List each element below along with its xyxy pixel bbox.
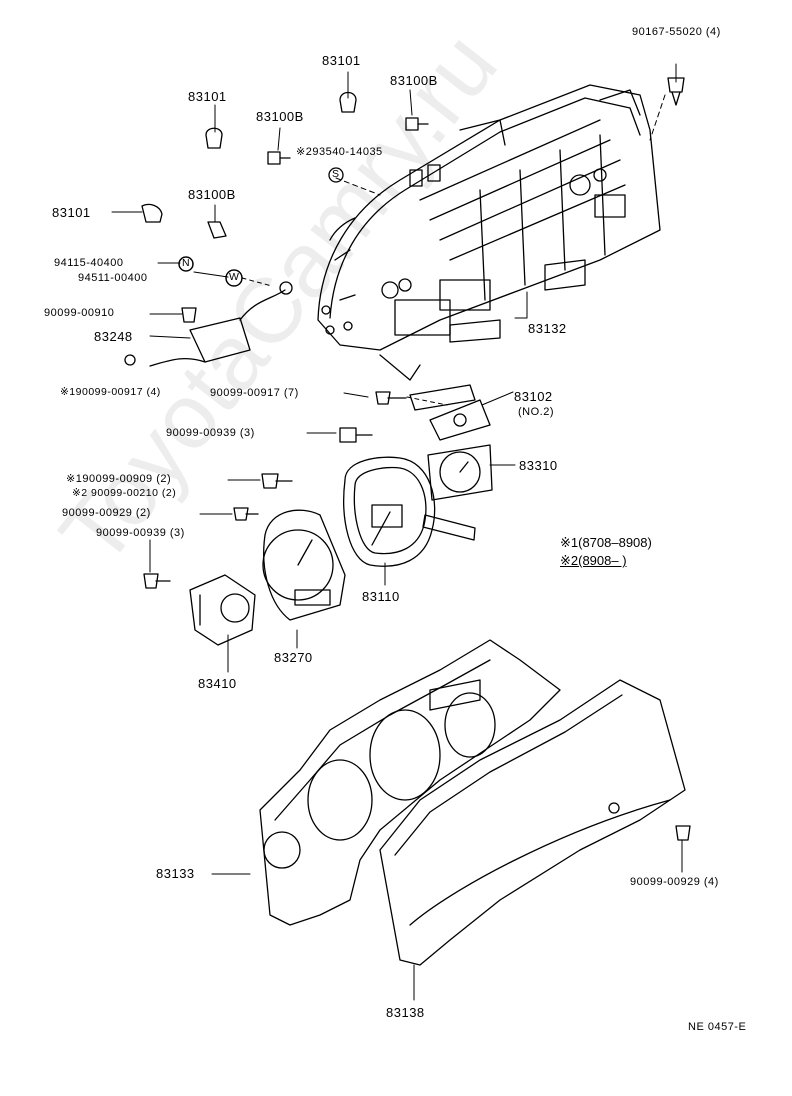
diagram-code: NE 0457-E	[688, 1021, 747, 1033]
marker-s: S	[332, 168, 340, 180]
gauge-83310	[427, 444, 493, 501]
part-label: 83270	[274, 650, 313, 665]
marker-n: N	[182, 257, 191, 269]
part-label: ※2 90099-00210 (2)	[72, 487, 177, 499]
part-label: 90167-55020 (4)	[632, 26, 721, 38]
part-label: 83101	[52, 205, 91, 220]
panel-83138	[379, 679, 686, 966]
part-label: 90099-00939 (3)	[166, 427, 255, 439]
gauge-83270	[262, 509, 346, 621]
part-label: 83133	[156, 866, 195, 881]
part-label: 94511-00400	[78, 272, 148, 284]
part-label: 94115-40400	[54, 257, 124, 269]
part-label: 83110	[362, 589, 400, 604]
part-label: 83100B	[188, 187, 236, 202]
part-label: 83102	[514, 389, 553, 404]
part-label: (NO.2)	[518, 406, 554, 418]
part-label: 90099-00939 (3)	[96, 527, 185, 539]
part-label: 83101	[322, 53, 361, 68]
part-label: ※190099-00917 (4)	[60, 386, 161, 398]
speedometer-83110	[343, 456, 476, 567]
part-label: 83138	[386, 1005, 425, 1020]
part-label: 83132	[528, 321, 567, 336]
part-label: 90099-00910	[44, 307, 115, 319]
part-label: 83100B	[256, 109, 304, 124]
leader-lines	[111, 63, 683, 1001]
part-label: 83410	[198, 676, 237, 691]
part-label: 90099-00929 (2)	[62, 507, 151, 519]
circuit-83102	[409, 384, 491, 441]
markers	[178, 167, 344, 287]
rear-case-83132	[317, 84, 661, 381]
gauge-83410	[189, 574, 256, 646]
housing-83133	[259, 639, 561, 926]
part-label: 83310	[519, 458, 558, 473]
part-label: 83248	[94, 329, 133, 344]
part-label: ※190099-00909 (2)	[66, 473, 172, 485]
part-label: 83101	[188, 89, 227, 104]
legend-line-2: ※2(8908– )	[560, 553, 627, 568]
part-label: ※293540-14035	[296, 146, 383, 158]
part-label: 90099-00929 (4)	[630, 876, 719, 888]
marker-w: W	[229, 271, 240, 283]
legend-line-1: ※1(8708–8908)	[560, 535, 652, 550]
legend: ※1(8708–8908) ※2(8908– )	[560, 534, 652, 570]
part-label: 83100B	[390, 73, 438, 88]
part-label: 90099-00917 (7)	[210, 387, 299, 399]
